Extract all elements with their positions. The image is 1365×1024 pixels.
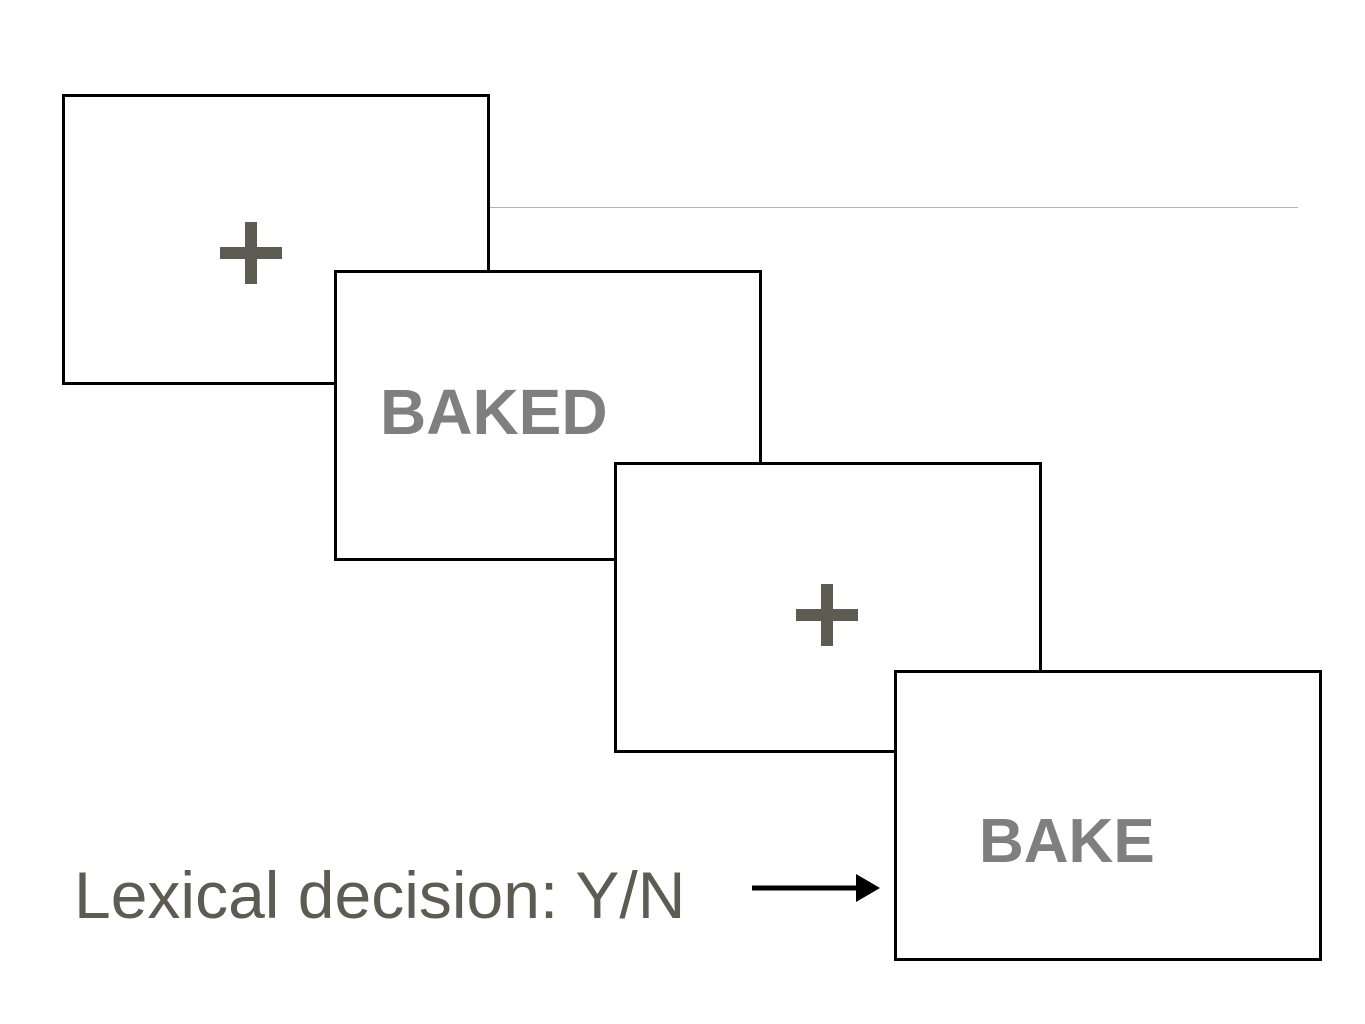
- frame-fixation-1: [62, 94, 490, 385]
- task-label: Lexical decision: Y/N: [74, 858, 686, 932]
- fixation-cross-icon: [220, 222, 282, 284]
- fixation-cross-icon: [796, 584, 858, 646]
- frame-prime: BAKED: [334, 270, 762, 561]
- frame-target: BAKE: [894, 670, 1322, 961]
- arrow-right-icon: [752, 874, 880, 902]
- prime-word: BAKED: [380, 376, 608, 448]
- target-word: BAKE: [979, 807, 1155, 876]
- horizontal-rule: [487, 207, 1298, 208]
